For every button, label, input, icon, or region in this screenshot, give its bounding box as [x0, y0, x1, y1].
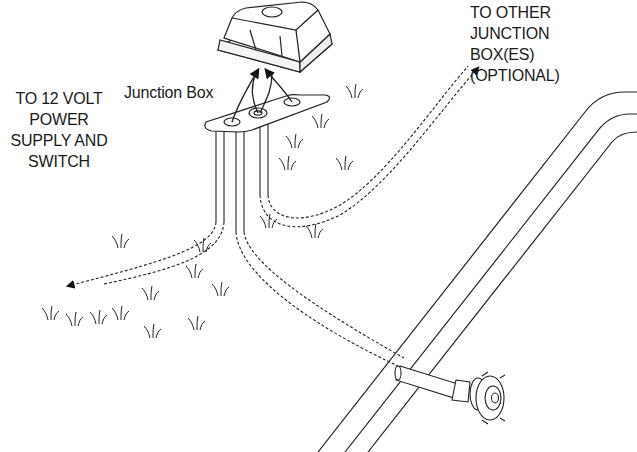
buried-conduits	[68, 66, 478, 366]
wires	[232, 70, 292, 122]
junction-box-plate	[205, 95, 330, 132]
destination-note: TO 12 VOLT POWER SUPPLY AND SWITCH	[6, 88, 112, 172]
pool-light	[395, 366, 505, 424]
part-label: Junction Box	[124, 82, 234, 103]
destination-note: TO OTHER JUNCTION BOX(ES) (OPTIONAL)	[470, 2, 572, 86]
pool-edge	[318, 92, 637, 452]
grass-tufts	[42, 84, 363, 338]
junction-box-cover	[218, 2, 332, 72]
